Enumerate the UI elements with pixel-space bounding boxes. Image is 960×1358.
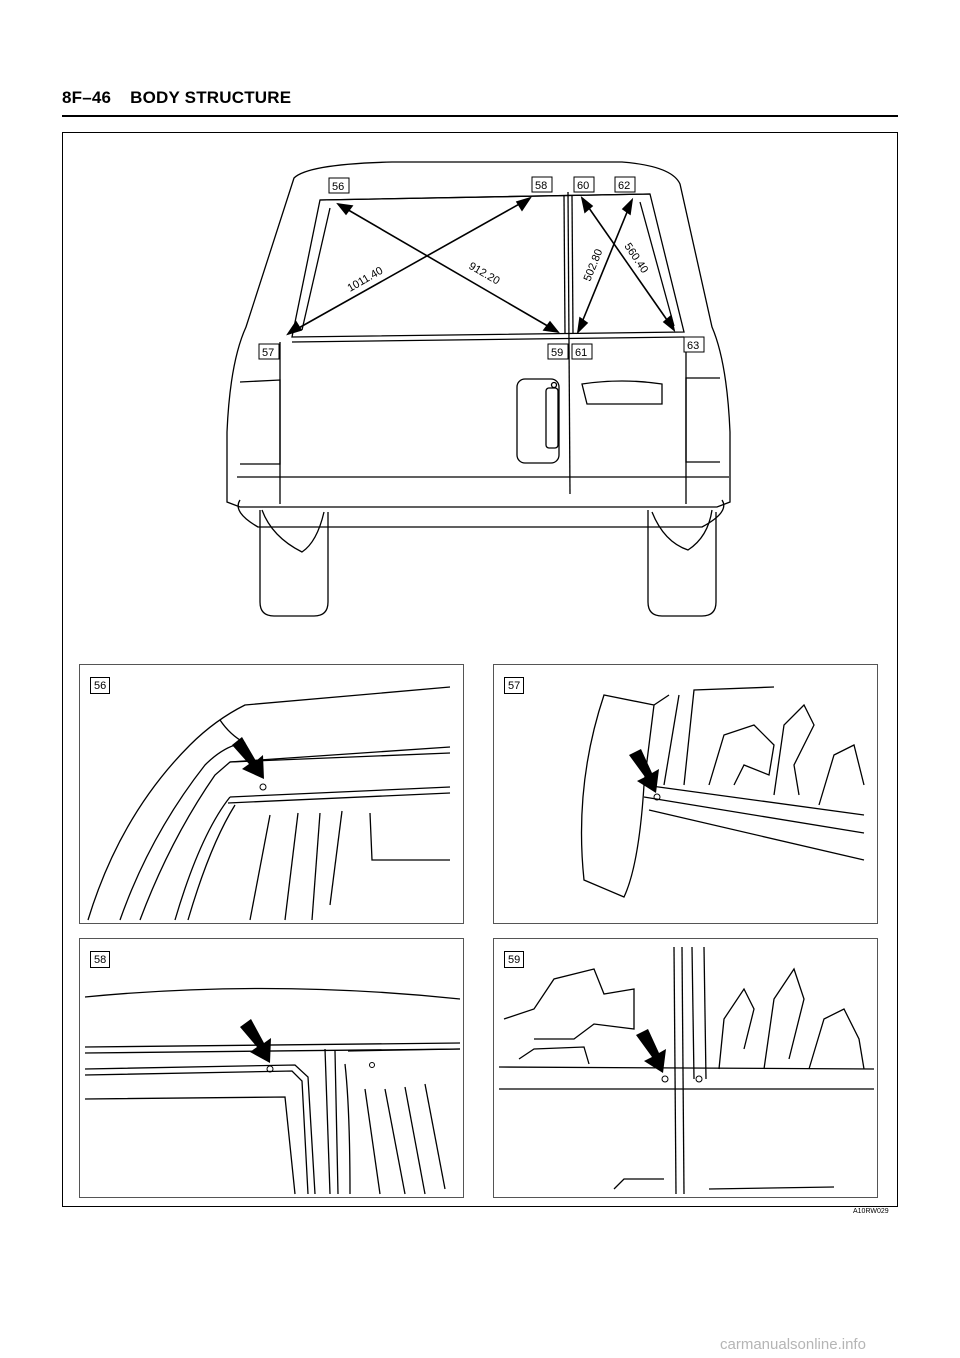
point-59: 59 (547, 343, 569, 360)
point-63: 63 (683, 336, 705, 353)
dim-label-502: 502.80 (582, 247, 606, 283)
panel-label-56: 56 (90, 677, 111, 694)
svg-text:57: 57 (262, 347, 274, 359)
point-57: 57 (258, 343, 280, 360)
point-61: 61 (571, 343, 593, 360)
panel-label-59: 59 (504, 951, 525, 968)
dim-label-560: 560.40 (622, 241, 651, 276)
section-title: BODY STRUCTURE (130, 88, 292, 107)
rear-view-diagram: 1011.40 912.20 502.80 560.40 56 57 58 59… (226, 161, 731, 617)
detail-panel-58: 58 (79, 938, 464, 1198)
detail-panel-57: 57 (493, 664, 878, 924)
svg-text:61: 61 (575, 347, 587, 359)
arrow-icon (232, 737, 264, 779)
detail-panel-56: 56 (79, 664, 464, 924)
point-62: 62 (614, 176, 636, 193)
svg-text:63: 63 (687, 340, 699, 352)
svg-text:56: 56 (332, 181, 344, 193)
svg-text:58: 58 (535, 180, 547, 192)
svg-text:59: 59 (551, 347, 563, 359)
figure-id: A10RW029 (853, 1208, 889, 1215)
panel-label-57: 57 (504, 677, 525, 694)
watermark: carmanualsonline.info (720, 1336, 866, 1353)
page-header: 8F–46 BODY STRUCTURE (62, 88, 291, 108)
figure-frame (62, 132, 898, 1207)
arrow-icon (636, 1029, 666, 1073)
detail-panel-59: 59 (493, 938, 878, 1198)
svg-text:62: 62 (618, 180, 630, 192)
arrow-icon (240, 1019, 271, 1063)
arrow-icon (629, 749, 659, 793)
page-number: 8F–46 (62, 88, 112, 107)
point-60: 60 (573, 176, 595, 193)
point-56: 56 (328, 177, 350, 194)
point-58: 58 (531, 176, 553, 193)
svg-text:60: 60 (577, 180, 589, 192)
header-rule (62, 115, 898, 117)
dim-label-912: 912.20 (467, 260, 502, 287)
panel-label-58: 58 (90, 951, 111, 968)
